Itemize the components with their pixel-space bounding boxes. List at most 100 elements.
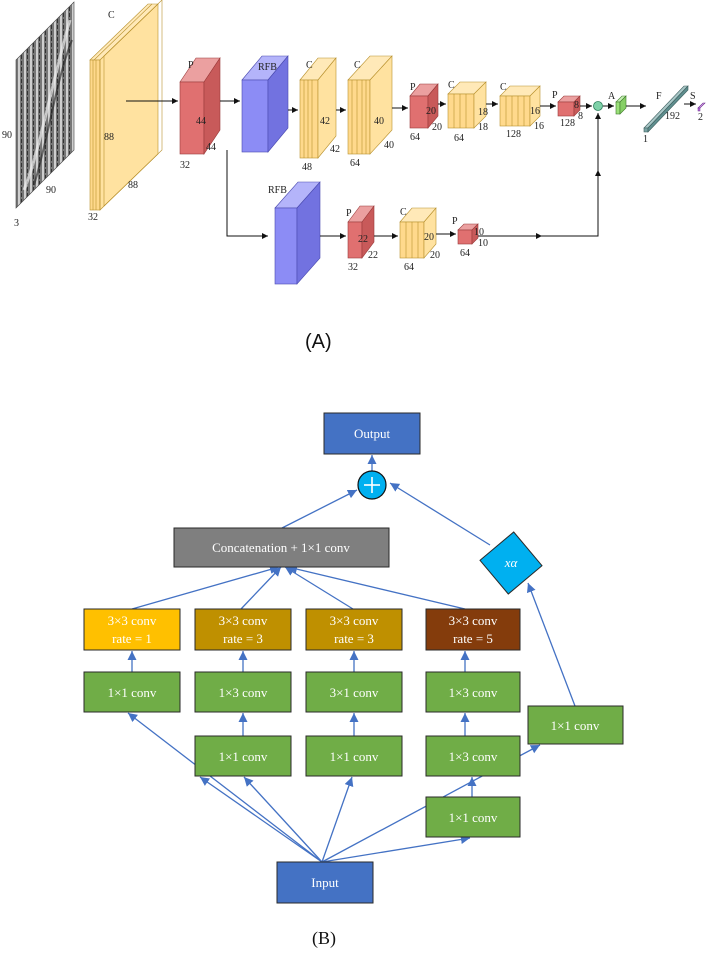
conv2-layer — [299, 57, 337, 159]
arrow-pool5-sum — [478, 113, 601, 237]
conv4-type-label: C — [448, 80, 455, 91]
input-channel-label: 3 — [14, 218, 19, 229]
pool2-type-label: P — [410, 82, 416, 93]
scale-box — [479, 531, 543, 595]
pool2-size2-label: 20 — [432, 122, 442, 133]
pool1-type-label: P — [188, 60, 194, 71]
pool4-size-label: 22 — [358, 234, 368, 245]
pool1-size2-label: 44 — [206, 142, 216, 153]
att-type-label: A — [608, 91, 616, 102]
softmax-size-label: 2 — [698, 112, 703, 123]
rfb-module-diagram: Output Concatenation + 1×1 conv xα 3×3 c… — [83, 412, 624, 949]
fc-layer — [643, 85, 689, 133]
b2-bot-box — [194, 735, 292, 777]
b4-bot-box — [425, 796, 521, 838]
pool1-size-label: 44 — [196, 116, 206, 127]
arrow-input-b2 — [199, 776, 323, 863]
arrow-scale-plus — [389, 482, 491, 546]
b4-mid-label: 1×3 conv — [449, 685, 498, 700]
b4-mid-box — [425, 671, 521, 713]
conv5-size-label: 16 — [530, 106, 540, 117]
b2-dil-line2: rate = 3 — [223, 631, 263, 646]
conv3-channel-label: 64 — [350, 158, 360, 169]
conv4-channel-label: 64 — [454, 133, 464, 144]
output-box — [323, 412, 421, 455]
caption-a: (A) — [305, 331, 332, 353]
conv1-size-label: 88 — [104, 132, 114, 143]
b4-bot-label: 1×1 conv — [449, 810, 498, 825]
b3-dilated-box — [305, 608, 403, 651]
network-architecture: 90 90 3 C 88 88 32 P 44 44 32 — [2, 0, 706, 353]
b3-mid-label: 3×1 conv — [330, 685, 379, 700]
b2-bot-label: 1×1 conv — [219, 749, 268, 764]
pool2-size-label: 20 — [426, 106, 436, 117]
pool5-type-label: P — [452, 216, 458, 227]
pool4-channel-label: 32 — [348, 262, 358, 273]
b3-dil-line1: 3×3 conv — [330, 613, 379, 628]
fc-type-label: F — [656, 91, 662, 102]
caption-b: (B) — [312, 928, 336, 949]
pool3-size-label: 8 — [574, 100, 579, 111]
b2-dilated-box — [194, 608, 292, 651]
conv4-size-label: 18 — [478, 107, 488, 118]
conv1-layer — [89, 0, 163, 211]
conv5-type-label: C — [500, 82, 507, 93]
concat-box — [173, 527, 390, 568]
b3-dil-line2: rate = 3 — [334, 631, 374, 646]
conv6-layer — [399, 207, 437, 259]
input-height-label: 90 — [2, 130, 12, 141]
rfb1-type-label: RFB — [258, 62, 277, 73]
fc-channel-label: 1 — [643, 134, 648, 145]
b2-dil-line1: 3×3 conv — [219, 613, 268, 628]
softmax-layer — [697, 102, 706, 112]
conv6-channel-label: 64 — [404, 262, 414, 273]
pool2-layer — [409, 83, 439, 129]
b1-dil-line1: 3×3 conv — [108, 613, 157, 628]
b1-dilated-box — [83, 608, 181, 651]
conv5-size2-label: 16 — [534, 121, 544, 132]
input-label: Input — [311, 875, 339, 890]
conv2-type-label: C — [306, 60, 313, 71]
b1-dil-line2: rate = 1 — [112, 631, 152, 646]
b4-dilated-box — [425, 608, 521, 651]
add-node — [357, 470, 387, 500]
conv5-layer — [499, 85, 541, 127]
attention-layer — [615, 95, 627, 115]
pool5-size-label: 10 — [474, 227, 484, 238]
conv2-size2-label: 42 — [330, 144, 340, 155]
conv1-type-label: C — [108, 10, 115, 21]
pool5-channel-label: 64 — [460, 248, 470, 259]
arrow-shortcut-scale — [526, 582, 576, 707]
pool1-channel-label: 32 — [180, 160, 190, 171]
arrow-input-b4 — [321, 834, 471, 863]
conv4-size2-label: 18 — [478, 122, 488, 133]
b3-mid-box — [305, 671, 403, 713]
fc-size-label: 192 — [665, 111, 680, 122]
b1-mid-label: 1×1 conv — [108, 685, 157, 700]
b1-mid-box — [83, 671, 181, 713]
pool1-layer — [179, 57, 221, 155]
rfb2-type-label: RFB — [268, 185, 287, 196]
pool4-size2-label: 22 — [368, 250, 378, 261]
rfb1-layer — [241, 55, 289, 153]
conv3-size2-label: 40 — [384, 140, 394, 151]
sum-node — [593, 101, 603, 111]
arrow-input-b2b — [243, 776, 323, 863]
shortcut-box — [527, 705, 624, 745]
arrow-mid-marker — [536, 233, 542, 239]
conv3-size-label: 40 — [374, 116, 384, 127]
input-width-label: 90 — [46, 185, 56, 196]
arrow-b2-concat — [240, 566, 282, 610]
input-box — [276, 861, 374, 904]
conv6-size-label: 20 — [424, 232, 434, 243]
arrow-b3-concat — [284, 566, 354, 610]
arrow-b1-concat — [131, 565, 280, 610]
pool3-size2-label: 8 — [578, 111, 583, 122]
pool4-layer — [347, 205, 375, 259]
pool5-layer — [457, 223, 479, 245]
input-image — [15, 1, 75, 209]
arrow-concat-plus — [281, 489, 358, 529]
conv2-size-label: 42 — [320, 116, 330, 127]
conv6-size2-label: 20 — [430, 250, 440, 261]
